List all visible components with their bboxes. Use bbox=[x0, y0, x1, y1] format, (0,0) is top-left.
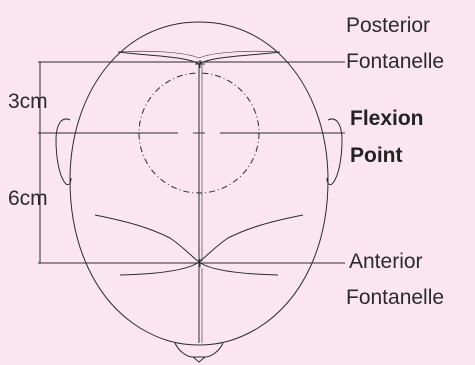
measure-6cm-label: 6cm bbox=[8, 186, 48, 211]
posterior-fontanelle-label-2: Fontanelle bbox=[346, 49, 444, 74]
measure-3cm-label: 3cm bbox=[8, 89, 48, 114]
left-ear bbox=[56, 119, 71, 185]
posterior-fontanelle-label-1: Posterior bbox=[346, 13, 430, 38]
right-ear bbox=[327, 119, 342, 185]
anterior-fontanelle-label-2: Fontanelle bbox=[346, 285, 444, 310]
flexion-point-label-2: Point bbox=[350, 143, 403, 168]
flexion-point-label-1: Flexion bbox=[350, 106, 424, 131]
anterior-fontanelle-label-1: Anterior bbox=[349, 249, 423, 274]
